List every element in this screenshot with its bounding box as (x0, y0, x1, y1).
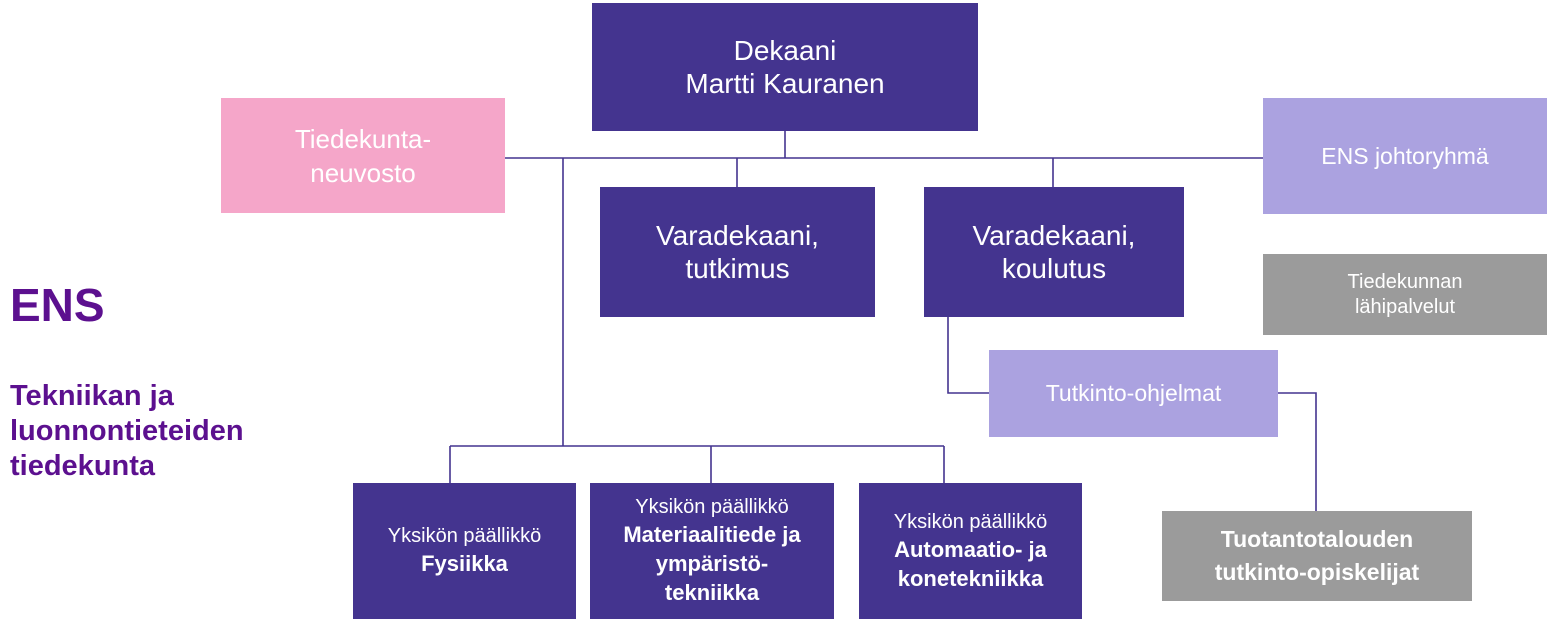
connector-education-programmes (947, 317, 989, 394)
vice-dean-education-box: Varadekaani, koulutus (924, 187, 1184, 317)
unit-name-line: tekniikka (664, 580, 760, 605)
unit-name-line: ympäristö- (655, 551, 769, 576)
dean-title: Dekaani (733, 35, 837, 66)
vice-dean-research-line1: Varadekaani, (656, 220, 819, 251)
unit-head-title: Yksikön päällikkö (635, 496, 789, 518)
unit-name-line: konetekniikka (897, 565, 1044, 591)
unit-name-line: Automaatio- ja (894, 536, 1047, 562)
vice-dean-research-box: Varadekaani, tutkimus (600, 187, 875, 317)
dean-box: Dekaani Martti Kauranen (592, 3, 978, 131)
industrial-students-box: Tuotantotalouden tutkinto-opiskelijat (1162, 511, 1472, 601)
local-services-box: Tiedekunnan lähipalvelut (1263, 254, 1547, 335)
management-group-box: ENS johtoryhmä (1263, 98, 1547, 214)
degree-programmes-box: Tutkinto-ohjelmat (989, 350, 1278, 437)
faculty-name-line1: Tekniikan ja (10, 380, 174, 412)
connector-programmes-students (1278, 392, 1317, 511)
industrial-students-line2: tutkinto-opiskelijat (1214, 559, 1420, 585)
faculty-name: Tekniikan ja luonnontieteiden tiedekunta (10, 379, 244, 484)
faculty-council-line2: neuvosto (310, 157, 416, 188)
unit-head-title: Yksikön päällikkö (893, 510, 1048, 533)
vice-dean-education-line2: koulutus (1001, 253, 1107, 284)
industrial-students-line1: Tuotantotalouden (1220, 526, 1414, 552)
vice-dean-research-line2: tutkimus (685, 253, 790, 284)
dean-name: Martti Kauranen (685, 68, 885, 99)
faculty-name-line2: luonnontieteiden (10, 415, 244, 447)
faculty-council-line1: Tiedekunta- (294, 123, 432, 154)
faculty-council-box: Tiedekunta- neuvosto (221, 98, 505, 213)
connector-vice-deans (736, 158, 1054, 187)
management-group-label: ENS johtoryhmä (1321, 142, 1489, 169)
faculty-abbrev: ENS (10, 279, 105, 331)
local-services-line2: lähipalvelut (1354, 295, 1456, 318)
unit-box-automation: Yksikön päällikkö Automaatio- ja konetek… (859, 483, 1082, 619)
faculty-name-line3: tiedekunta (10, 450, 156, 482)
connector-units-bus (449, 445, 945, 483)
local-services-line1: Tiedekunnan (1347, 270, 1463, 293)
unit-head-title: Yksikön päällikkö (387, 525, 542, 547)
unit-box-materials: Yksikön päällikkö Materiaalitiede ja ymp… (590, 483, 834, 619)
vice-dean-education-line1: Varadekaani, (972, 220, 1136, 251)
unit-name-line: Fysiikka (421, 551, 508, 576)
degree-programmes-label: Tutkinto-ohjelmat (1045, 380, 1222, 406)
unit-name-line: Materiaalitiede ja (623, 522, 801, 547)
unit-box-physics: Yksikön päällikkö Fysiikka (353, 483, 576, 619)
